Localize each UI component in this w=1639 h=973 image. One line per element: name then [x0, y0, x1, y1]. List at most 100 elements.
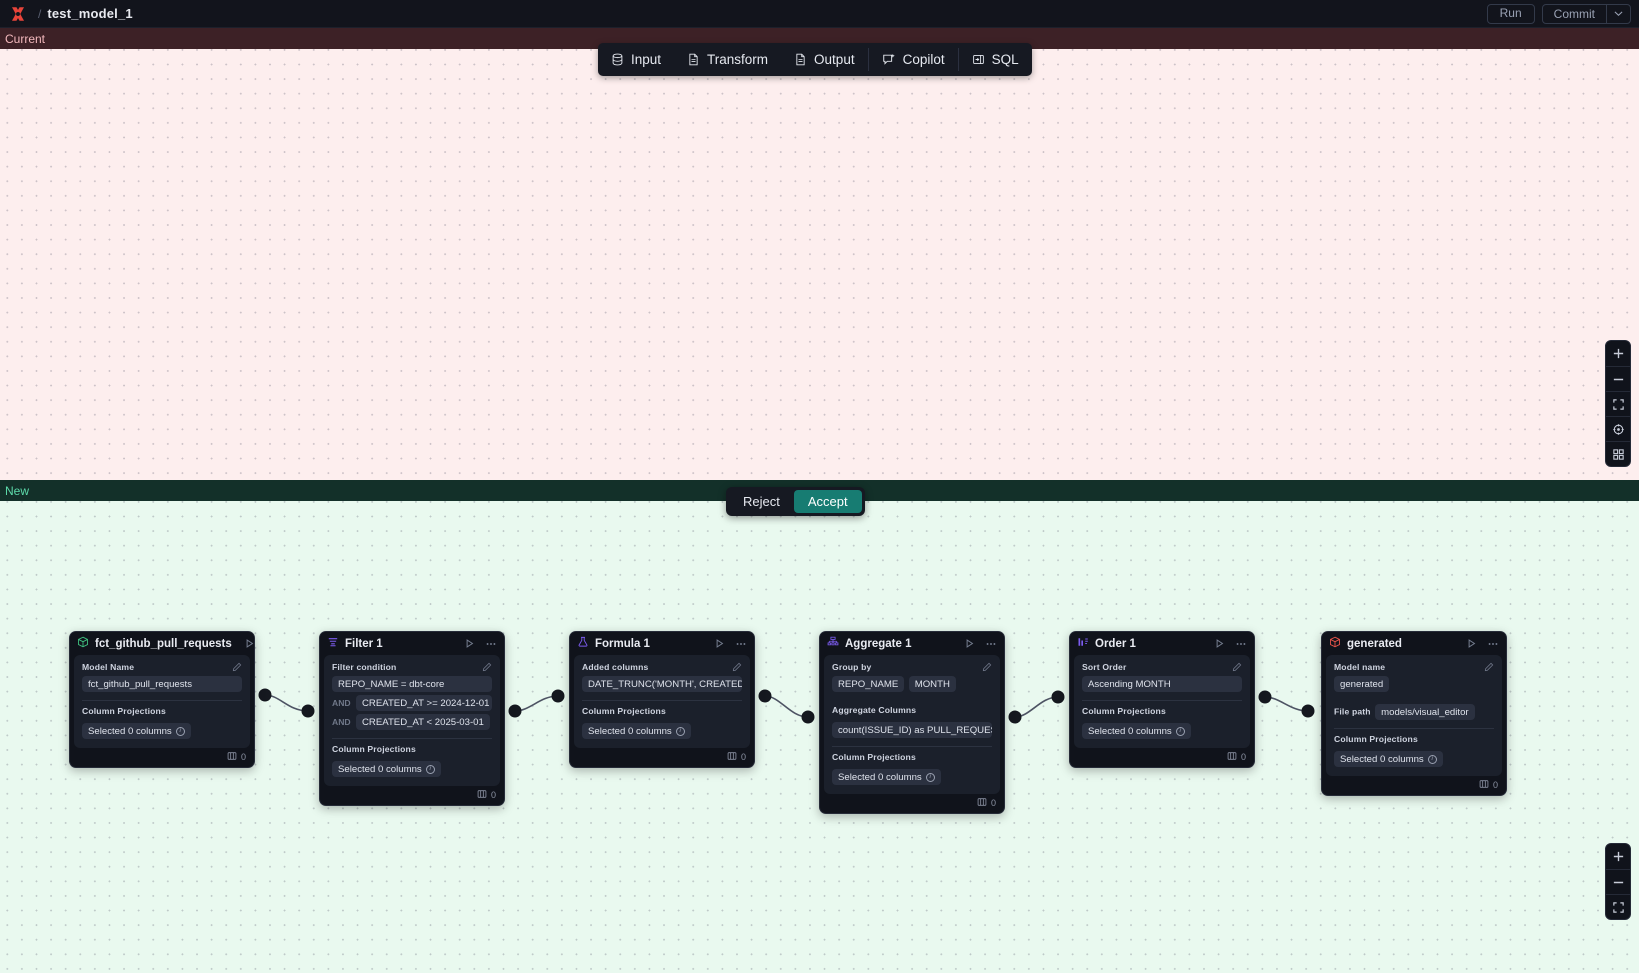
- node-body: Group by REPO_NAME MONTH Aggregate Colum…: [824, 655, 1000, 794]
- info-icon[interactable]: i: [1175, 726, 1185, 736]
- locate-target-icon[interactable]: [1606, 416, 1630, 441]
- tab-input[interactable]: Input: [598, 43, 674, 76]
- run-node-icon[interactable]: [244, 638, 254, 649]
- zoom-in-icon[interactable]: [1606, 341, 1630, 366]
- field-label: Filter condition: [332, 662, 397, 672]
- grid-toggle-icon[interactable]: [1606, 441, 1630, 466]
- projection-chip[interactable]: Selected 0 columns i: [82, 723, 191, 739]
- run-node-icon[interactable]: [464, 638, 475, 649]
- tab-sql-label: SQL: [991, 52, 1019, 67]
- columns-icon: [1227, 751, 1237, 763]
- projection-chip-label: Selected 0 columns: [1088, 725, 1172, 737]
- run-node-icon[interactable]: [1214, 638, 1225, 649]
- node-more-menu-icon[interactable]: [735, 638, 747, 650]
- field-divider: [82, 700, 242, 701]
- tab-transform[interactable]: Transform: [674, 43, 781, 76]
- info-icon[interactable]: i: [175, 726, 185, 736]
- node-footer: 0: [570, 748, 754, 767]
- tab-output[interactable]: Output: [781, 43, 868, 76]
- info-icon[interactable]: i: [675, 726, 685, 736]
- value-chip[interactable]: generated: [1334, 676, 1390, 692]
- run-button[interactable]: Run: [1486, 3, 1535, 24]
- edit-pencil-icon[interactable]: [982, 662, 992, 672]
- sort-order-icon: [1077, 635, 1089, 653]
- zoom-out-icon[interactable]: [1606, 366, 1630, 391]
- canvas-controls-current: [1605, 340, 1631, 467]
- columns-icon: [977, 797, 987, 809]
- projection-chip[interactable]: Selected 0 columns i: [582, 723, 691, 739]
- node-more-menu-icon[interactable]: [1235, 638, 1247, 650]
- node-body: Added columns DATE_TRUNC('MONTH', CREATE…: [574, 655, 750, 748]
- aggregate-chip[interactable]: count(ISSUE_ID) as PULL_REQUEST_...: [832, 722, 992, 738]
- run-node-icon[interactable]: [1466, 638, 1477, 649]
- field-label: Column Projections: [82, 706, 166, 716]
- node-formula-1[interactable]: Formula 1 Added columns DATE_TRUNC('MONT…: [569, 631, 755, 768]
- zoom-in-icon[interactable]: [1606, 844, 1630, 869]
- projection-chip[interactable]: Selected 0 columns i: [1334, 751, 1443, 767]
- node-more-menu-icon[interactable]: [485, 638, 497, 650]
- field-label: File path: [1334, 706, 1371, 717]
- edit-pencil-icon[interactable]: [1484, 662, 1494, 672]
- document-icon: [794, 53, 807, 66]
- info-icon[interactable]: i: [425, 764, 435, 774]
- projection-chip[interactable]: Selected 0 columns i: [332, 761, 441, 777]
- node-body: Model Name fct_github_pull_requests Colu…: [74, 655, 250, 748]
- diff-decision-bar: Reject Accept: [726, 487, 865, 516]
- value-chip[interactable]: Ascending MONTH: [1082, 676, 1242, 692]
- zoom-out-icon[interactable]: [1606, 869, 1630, 894]
- app-bar-actions: Run Commit: [1486, 3, 1631, 24]
- node-header: Order 1: [1070, 632, 1254, 655]
- projection-chip-label: Selected 0 columns: [588, 725, 672, 737]
- condition-chip[interactable]: CREATED_AT >= 2024-12-01: [356, 695, 492, 711]
- commit-button[interactable]: Commit: [1553, 6, 1595, 21]
- field-divider: [582, 700, 742, 701]
- node-body: Model name generated File path models/vi…: [1326, 655, 1502, 776]
- file-path-chip[interactable]: models/visual_editor: [1375, 704, 1475, 720]
- node-filter-1[interactable]: Filter 1 Filter condition REPO_NAME = db…: [319, 631, 505, 806]
- node-more-menu-icon[interactable]: [1487, 638, 1499, 650]
- node-title: Filter 1: [345, 637, 383, 650]
- reject-button[interactable]: Reject: [743, 494, 780, 509]
- tab-copilot[interactable]: Copilot: [869, 43, 958, 76]
- field-column-projections: Column Projections Selected 0 columns i: [582, 701, 742, 739]
- group-by-chip[interactable]: REPO_NAME: [832, 676, 905, 692]
- run-node-icon[interactable]: [714, 638, 725, 649]
- group-by-chip[interactable]: MONTH: [908, 676, 956, 692]
- tab-sql[interactable]: SQL: [959, 43, 1032, 76]
- run-node-icon[interactable]: [964, 638, 975, 649]
- edit-pencil-icon[interactable]: [1232, 662, 1242, 672]
- toolbar-divider: [867, 48, 869, 71]
- value-chip[interactable]: DATE_TRUNC('MONTH', CREATED_AT...: [582, 676, 742, 692]
- bolt-x-logo-icon[interactable]: [8, 4, 28, 24]
- node-header: Filter 1: [320, 632, 504, 655]
- field-sort-order: Sort Order Ascending MONTH: [1082, 662, 1242, 692]
- chevron-down-icon[interactable]: [1606, 4, 1630, 23]
- commit-button-group[interactable]: Commit: [1541, 3, 1631, 24]
- node-more-menu-icon[interactable]: [985, 638, 997, 650]
- node-header: Formula 1: [570, 632, 754, 655]
- info-icon[interactable]: i: [1427, 754, 1437, 764]
- field-divider: [1082, 700, 1242, 701]
- app-top-bar: / test_model_1 Run Commit: [0, 0, 1639, 28]
- condition-chip[interactable]: CREATED_AT < 2025-03-01: [356, 714, 490, 730]
- field-divider: [1334, 728, 1494, 729]
- accept-button[interactable]: Accept: [793, 490, 862, 513]
- value-chip[interactable]: fct_github_pull_requests: [82, 676, 242, 692]
- projection-chip-label: Selected 0 columns: [1340, 753, 1424, 765]
- condition-chip[interactable]: REPO_NAME = dbt-core: [332, 676, 492, 692]
- fit-view-icon[interactable]: [1606, 391, 1630, 416]
- projection-chip[interactable]: Selected 0 columns i: [1082, 723, 1191, 739]
- edit-pencil-icon[interactable]: [482, 662, 492, 672]
- info-icon[interactable]: i: [925, 772, 935, 782]
- node-order-1[interactable]: Order 1 Sort Order Ascending MONTH Colum…: [1069, 631, 1255, 768]
- edit-pencil-icon[interactable]: [732, 662, 742, 672]
- node-fct-github-pull-requests[interactable]: fct_github_pull_requests Model Name fct_…: [69, 631, 255, 768]
- fit-view-icon[interactable]: [1606, 894, 1630, 919]
- column-count: 0: [740, 752, 746, 762]
- aggregate-icon: [827, 635, 839, 653]
- field-added-columns: Added columns DATE_TRUNC('MONTH', CREATE…: [582, 662, 742, 692]
- node-generated[interactable]: generated Model name generated File path…: [1321, 631, 1507, 796]
- edit-pencil-icon[interactable]: [232, 662, 242, 672]
- node-aggregate-1[interactable]: Aggregate 1 Group by REPO_NAME MONTH Agg…: [819, 631, 1005, 814]
- projection-chip[interactable]: Selected 0 columns i: [832, 769, 941, 785]
